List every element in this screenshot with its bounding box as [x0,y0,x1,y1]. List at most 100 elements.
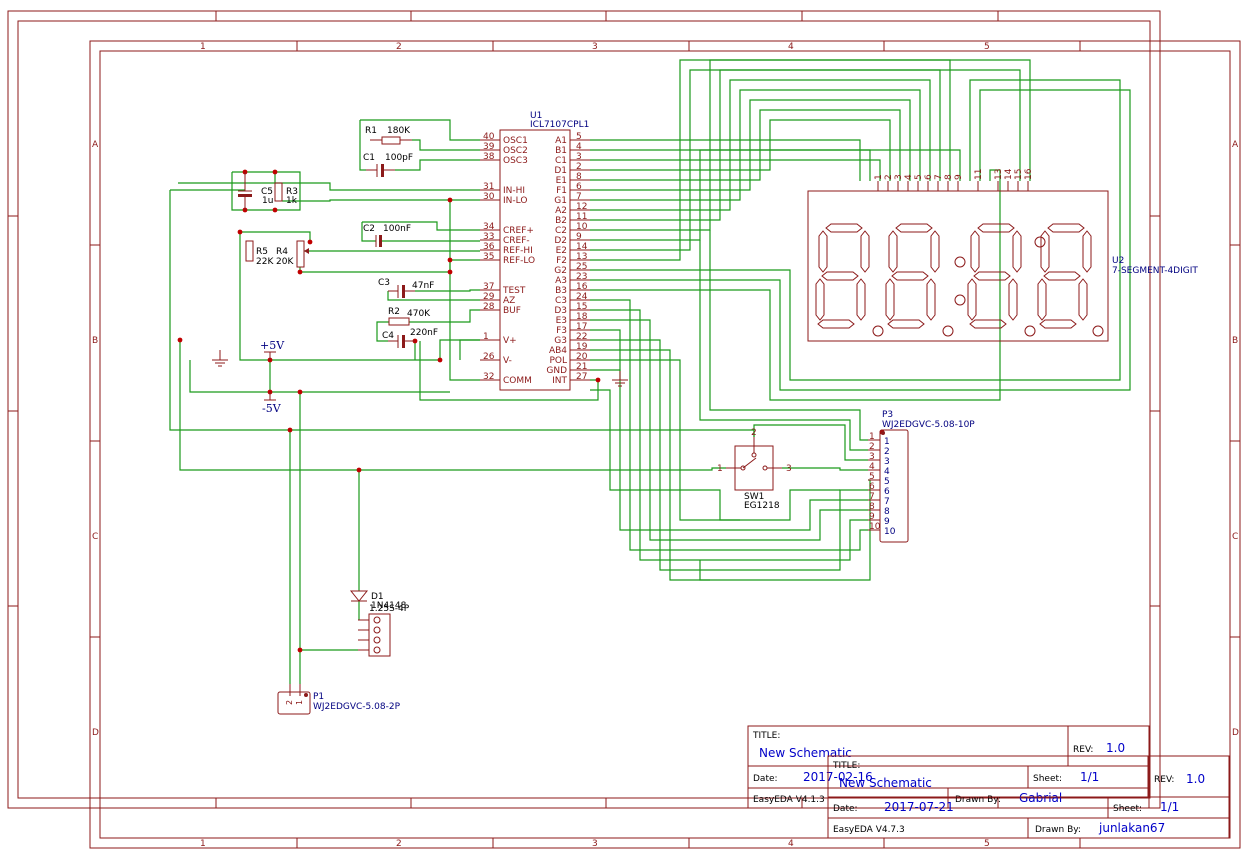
u2-pin-5: 5 [914,174,924,180]
c2-capacitor[interactable]: C2 100nF [363,224,411,247]
r2-value: 470K [407,309,431,319]
p3-pin-label-3: 3 [884,457,890,467]
r5-ref: R5 [256,247,268,257]
u1-pin-num-35: 35 [483,252,494,262]
wire [387,291,480,301]
wire [299,259,480,273]
d1-ref: D1 [371,592,384,602]
wire [376,321,389,342]
tb1-sheet-label: Sheet: [1033,774,1062,784]
u1-pin-name-c3: C3 [555,296,567,306]
u2-pin-8: 8 [944,174,954,180]
u1-pin-name-a1: A1 [555,136,567,146]
u1-pin-num-28: 28 [483,302,495,312]
c3-ref: C3 [378,278,390,288]
frame-col-bottom-1: 1 [200,839,206,849]
u1-pin-name-f3: F3 [556,326,567,336]
frame-col-bottom-2: 2 [396,839,402,849]
r5-value: 22K [256,257,274,267]
wire [590,389,740,521]
r1-resistor[interactable]: R1 180K [365,126,412,145]
junction-dot [287,427,293,433]
p3-pin-label-1: 1 [884,437,890,447]
frame-row-left-A: A [92,140,99,150]
wire [590,359,840,521]
wire [590,169,1001,401]
u2-pin-9: 9 [954,174,964,180]
r4-ref: R4 [276,247,288,257]
wire [782,467,868,471]
tb2-date-label: Date: [833,804,858,814]
tb1-title-label: TITLE: [752,731,780,741]
r4-value: 20K [276,257,294,267]
u1-pin-name-ref-lo: REF-LO [503,256,535,266]
r5-resistor[interactable]: R5 22K [245,240,274,267]
c5-ref: C5 [261,187,273,197]
wire [412,139,480,151]
c5-capacitor[interactable]: C5 1u [238,172,273,210]
u1-pin-num-23: 23 [576,272,587,282]
wire [590,309,868,561]
u3-connector[interactable]: 1.25S-4P [358,604,410,657]
u1-pin-name-d1: D1 [554,166,567,176]
decimal-point [1024,325,1036,337]
frame-col-top-5: 5 [984,42,990,52]
wire [409,309,480,323]
p3-pin-num-4: 4 [869,462,875,472]
wire [590,159,881,181]
decimal-point [954,294,966,306]
u1-pin-name-cref-: CREF- [503,236,530,246]
wire [590,59,1031,261]
p1-connector[interactable]: 2 1 P1 WJ2EDGVC-5.08-2P [277,684,401,715]
c2-value: 100nF [383,224,411,234]
wire [359,120,366,171]
vplus-symbol: +5V [260,339,285,360]
sw1-value: EG1218 [744,501,780,511]
c4-capacitor[interactable]: C4 220nF [382,328,438,348]
c1-capacitor[interactable]: C1 100pF [363,153,413,177]
r4-potentiometer[interactable]: R4 20K [276,240,309,268]
u1-pin-num-36: 36 [483,242,495,252]
u1-pin-name-osc2: OSC2 [503,146,528,156]
title-block-2: TITLE: New Schematic REV: 1.0 Date: 2017… [827,755,1230,839]
d1-diode[interactable]: D1 1N4148 [349,590,407,611]
u1-value: ICL7107CPL1 [530,120,589,130]
wire [360,119,480,141]
r2-ref: R2 [388,307,400,317]
c3-capacitor[interactable]: C3 47nF [378,278,434,298]
wire [189,360,450,393]
wire [590,89,921,201]
u1-pin-num-27: 27 [576,372,587,382]
tb2-rev-label: REV: [1154,775,1174,785]
tb1-drawn-by: Gabrial [1019,791,1062,805]
wire [590,89,1131,391]
u1-pin-num-20: 20 [576,352,588,362]
u2-value: 7-SEGMENT-4DIGIT [1112,266,1198,276]
u1-pin-num-1: 1 [483,332,489,342]
tb1-title: New Schematic [759,746,852,760]
junction-dot [307,239,313,245]
c4-ref: C4 [382,331,394,341]
frame-row-left-C: C [92,532,98,542]
wire [240,231,311,242]
wire [395,159,480,171]
u2-pin-7: 7 [934,174,944,180]
r3-ref: R3 [286,187,298,197]
u1-pin-num-22: 22 [576,332,587,342]
wire [419,341,599,401]
outer-frame [7,10,1241,849]
wire [753,424,868,461]
digit-2 [885,223,940,329]
sw1-switch[interactable]: 1 2 3 SW1 EG1218 [717,428,792,511]
r3-resistor[interactable]: R3 1k [274,182,298,206]
r1-ref: R1 [365,126,377,136]
r2-resistor[interactable]: R2 470K [388,307,431,326]
u1-pin-name-b3: B3 [555,286,567,296]
u1-right-pins: 5A14B13C12D18E16F17G112A211B210C29D214E2… [546,132,590,386]
